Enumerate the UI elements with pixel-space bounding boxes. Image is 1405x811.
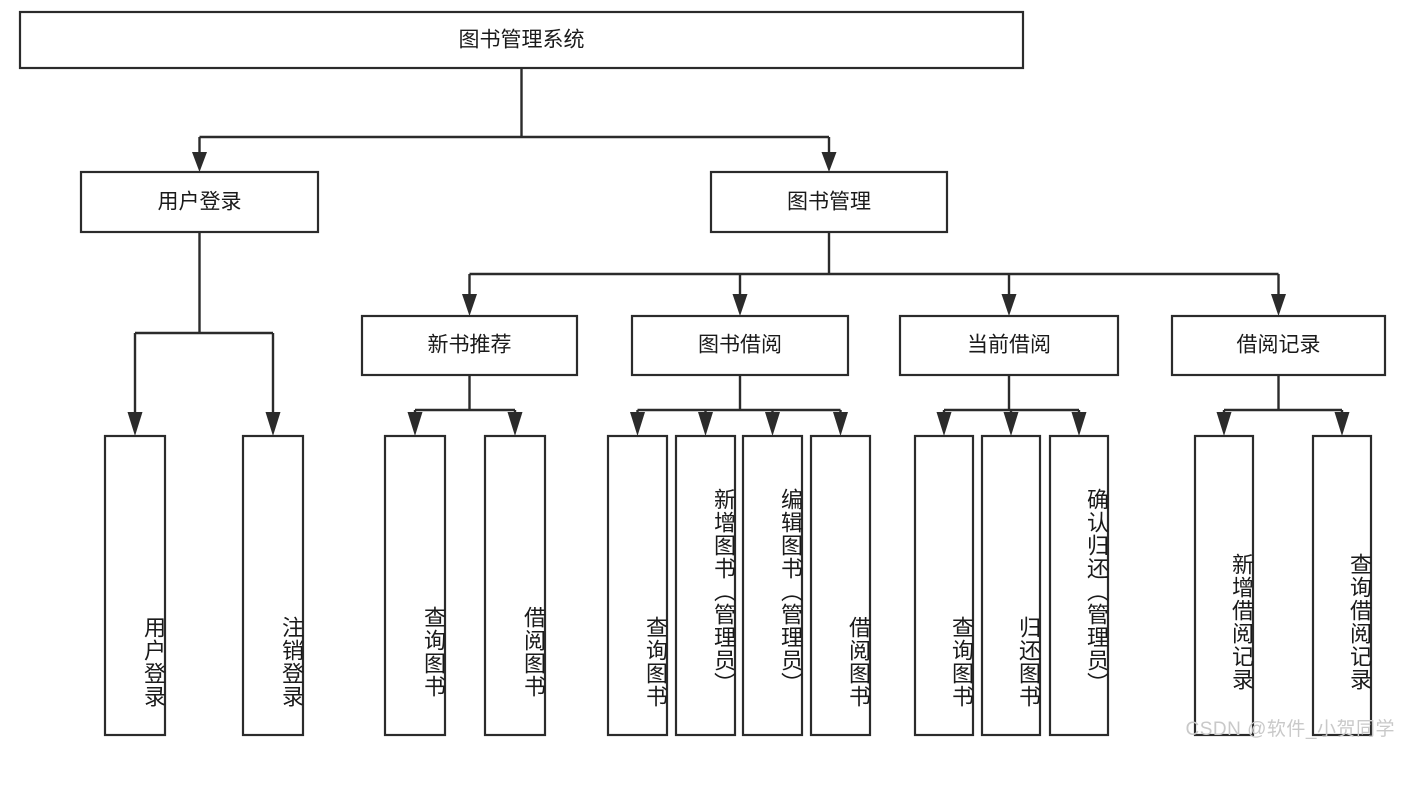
node-leaf-add-record-box[interactable] — [1193, 434, 1255, 737]
node-leaf-borrow-book-1-box[interactable] — [483, 434, 547, 737]
node-book-borrow-box[interactable] — [630, 314, 850, 377]
node-user-login-label: 用户登录 — [158, 191, 242, 214]
leaf-box-layer — [103, 434, 1373, 737]
arrow-head-book-borrow — [732, 294, 748, 316]
arrow-head-leaf-add-record — [1216, 412, 1232, 436]
node-book-management[interactable]: 图书管理 — [709, 170, 949, 234]
node-current-borrow-label: 当前借阅 — [967, 334, 1051, 357]
node-root-label: 图书管理系统 — [459, 29, 585, 52]
flowchart-svg: 图书管理系统 用户登录 图书管理 新书推荐 图书借阅 当前 — [18, 10, 1387, 737]
node-leaf-query-book-1-box[interactable] — [383, 434, 447, 737]
node-leaf-query-book-3-box[interactable] — [913, 434, 975, 737]
node-root-box[interactable] — [18, 10, 1025, 70]
node-user-login[interactable]: 用户登录 — [79, 170, 320, 234]
node-book-borrow[interactable]: 图书借阅 — [630, 314, 850, 377]
node-leaf-user-login-box[interactable] — [103, 434, 167, 737]
arrow-head-leaf-borrow-book-2 — [833, 412, 848, 436]
node-borrow-record-box[interactable] — [1170, 314, 1387, 377]
arrow-head-leaf-user-login — [127, 412, 143, 436]
node-layer: 图书管理系统 用户登录 图书管理 新书推荐 图书借阅 当前 — [18, 10, 1387, 737]
node-leaf-user-logout-box[interactable] — [241, 434, 305, 737]
node-user-login-box[interactable] — [79, 170, 320, 234]
node-leaf-confirm-return-box[interactable] — [1048, 434, 1110, 737]
arrow-head-leaf-query-book-3 — [936, 412, 952, 436]
node-book-management-box[interactable] — [709, 170, 949, 234]
node-book-management-label: 图书管理 — [787, 191, 871, 214]
node-leaf-add-book-box[interactable] — [674, 434, 737, 737]
arrow-head-leaf-query-record — [1334, 412, 1350, 436]
arrow-head-new-book-recommend — [462, 294, 477, 316]
connector-layer — [127, 68, 1350, 436]
watermark-text: CSDN @软件_小贺同学 — [1185, 719, 1395, 740]
arrow-head-leaf-borrow-book-1 — [507, 412, 523, 436]
arrow-head-current-borrow — [1001, 294, 1017, 316]
arrow-head-leaf-edit-book — [765, 412, 780, 436]
arrow-head-borrow-record — [1271, 294, 1286, 316]
node-borrow-record[interactable]: 借阅记录 — [1170, 314, 1387, 377]
node-new-book-recommend-label: 新书推荐 — [428, 334, 512, 357]
node-leaf-query-book-2-box[interactable] — [606, 434, 669, 737]
node-borrow-record-label: 借阅记录 — [1237, 334, 1321, 357]
node-leaf-query-record-box[interactable] — [1311, 434, 1373, 737]
arrow-head-leaf-return-book — [1003, 412, 1019, 436]
node-new-book-recommend-box[interactable] — [360, 314, 579, 377]
node-book-borrow-label: 图书借阅 — [698, 334, 782, 357]
arrow-head-leaf-user-logout — [265, 412, 281, 436]
node-root[interactable]: 图书管理系统 — [18, 10, 1025, 70]
arrow-head-user-login — [192, 152, 207, 172]
arrow-head-leaf-query-book-1 — [407, 412, 423, 436]
diagram-canvas: 图书管理系统 用户登录 图书管理 新书推荐 图书借阅 当前 — [18, 10, 1395, 740]
node-new-book-recommend[interactable]: 新书推荐 — [360, 314, 579, 377]
arrow-head-leaf-query-book-2 — [630, 412, 645, 436]
node-current-borrow-box[interactable] — [898, 314, 1120, 377]
node-leaf-return-book-box[interactable] — [980, 434, 1042, 737]
arrow-head-book-management — [821, 152, 837, 172]
arrow-head-leaf-add-book — [698, 412, 713, 436]
arrow-head-leaf-confirm-return — [1071, 412, 1087, 436]
node-leaf-borrow-book-2-box[interactable] — [809, 434, 872, 737]
node-current-borrow[interactable]: 当前借阅 — [898, 314, 1120, 377]
node-leaf-edit-book-box[interactable] — [741, 434, 804, 737]
